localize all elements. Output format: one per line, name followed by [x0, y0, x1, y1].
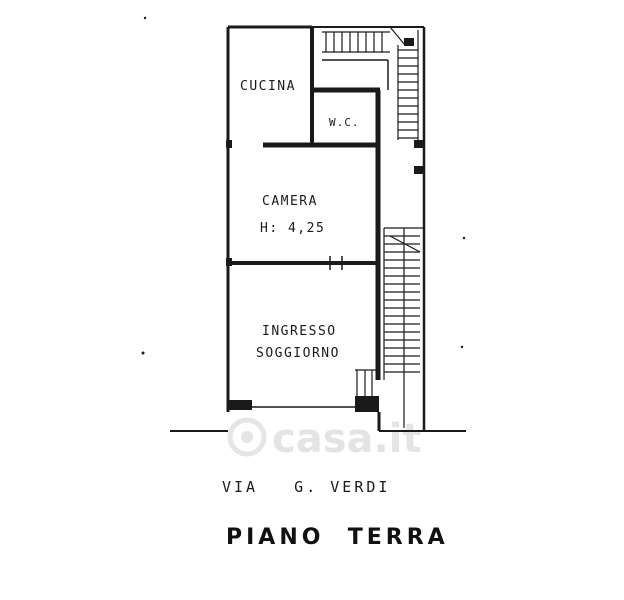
- room-label-soggiorno: SOGGIORNO: [256, 346, 340, 361]
- upper-staircase: [322, 26, 419, 140]
- watermark-brand: casa.it: [272, 416, 422, 462]
- interior-walls: [226, 27, 424, 380]
- street-name: VIA G. VERDI: [222, 478, 390, 496]
- room-label-camera: CAMERA: [262, 194, 318, 209]
- room-label-camera-height: H: 4,25: [260, 221, 325, 236]
- room-label-ingresso: INGRESSO: [262, 324, 337, 339]
- watermark: casa.it: [227, 416, 422, 462]
- room-label-cucina: CUCINA: [240, 79, 296, 94]
- floor-title: PIANO TERRA: [226, 525, 449, 550]
- lower-staircase: [355, 227, 424, 428]
- room-label-wc: W.C.: [329, 116, 360, 129]
- watermark-logo-icon: [227, 417, 267, 457]
- outer-walls: [226, 25, 426, 432]
